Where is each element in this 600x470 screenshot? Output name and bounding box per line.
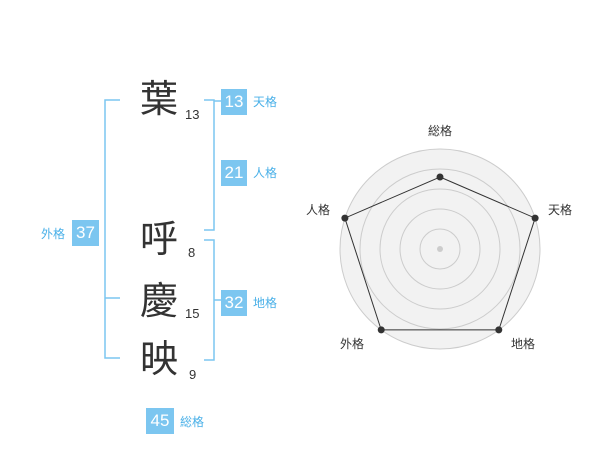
radar-grid-ring <box>359 168 521 330</box>
chikaku-value-badge: 32 <box>221 290 247 316</box>
jinkaku-value-badge: 21 <box>221 160 247 186</box>
radar-label-jinkaku: 人格 <box>306 203 331 217</box>
radar-value-polygon <box>344 176 536 331</box>
tenkaku-value-badge: 13 <box>221 89 247 115</box>
radar-label-gaikaku: 外格 <box>340 337 365 351</box>
radar-point-4 <box>377 326 385 334</box>
radar-center-dot <box>437 246 443 252</box>
gaikaku-value-badge: 37 <box>72 220 99 246</box>
radar-grid-ring <box>419 228 461 270</box>
soukaku-label: 総格 <box>180 415 205 429</box>
radar-point-1 <box>436 173 444 181</box>
gaikaku-label: 外格 <box>41 227 66 241</box>
stroke-count-3: 15 <box>185 306 200 321</box>
chikaku-bracket <box>204 239 221 361</box>
soukaku-value-badge: 45 <box>146 408 174 434</box>
chikaku-label: 地格 <box>253 296 278 310</box>
stroke-count-4: 9 <box>189 367 197 382</box>
name-char-1: 葉 <box>140 77 179 121</box>
name-char-2: 呼 <box>140 217 179 261</box>
radar-point-5 <box>341 214 349 222</box>
stroke-count-2: 8 <box>188 245 196 260</box>
radar-label-tenkaku: 天格 <box>548 203 573 217</box>
tenkaku-label: 天格 <box>253 95 278 109</box>
name-char-4: 映 <box>140 337 179 381</box>
radar-grid-ring <box>399 208 481 290</box>
name-char-3: 慶 <box>140 279 179 323</box>
tenkaku-jinkaku-bracket <box>204 99 221 231</box>
stroke-count-1: 13 <box>185 107 200 122</box>
radar-point-2 <box>531 214 539 222</box>
radar-label-chikaku: 地格 <box>511 337 536 351</box>
radar-point-3 <box>495 326 503 334</box>
gaikaku-bracket <box>104 99 120 359</box>
radar-label-soukaku: 総格 <box>428 124 453 138</box>
radar-grid-ring <box>379 188 501 310</box>
jinkaku-label: 人格 <box>253 166 278 180</box>
